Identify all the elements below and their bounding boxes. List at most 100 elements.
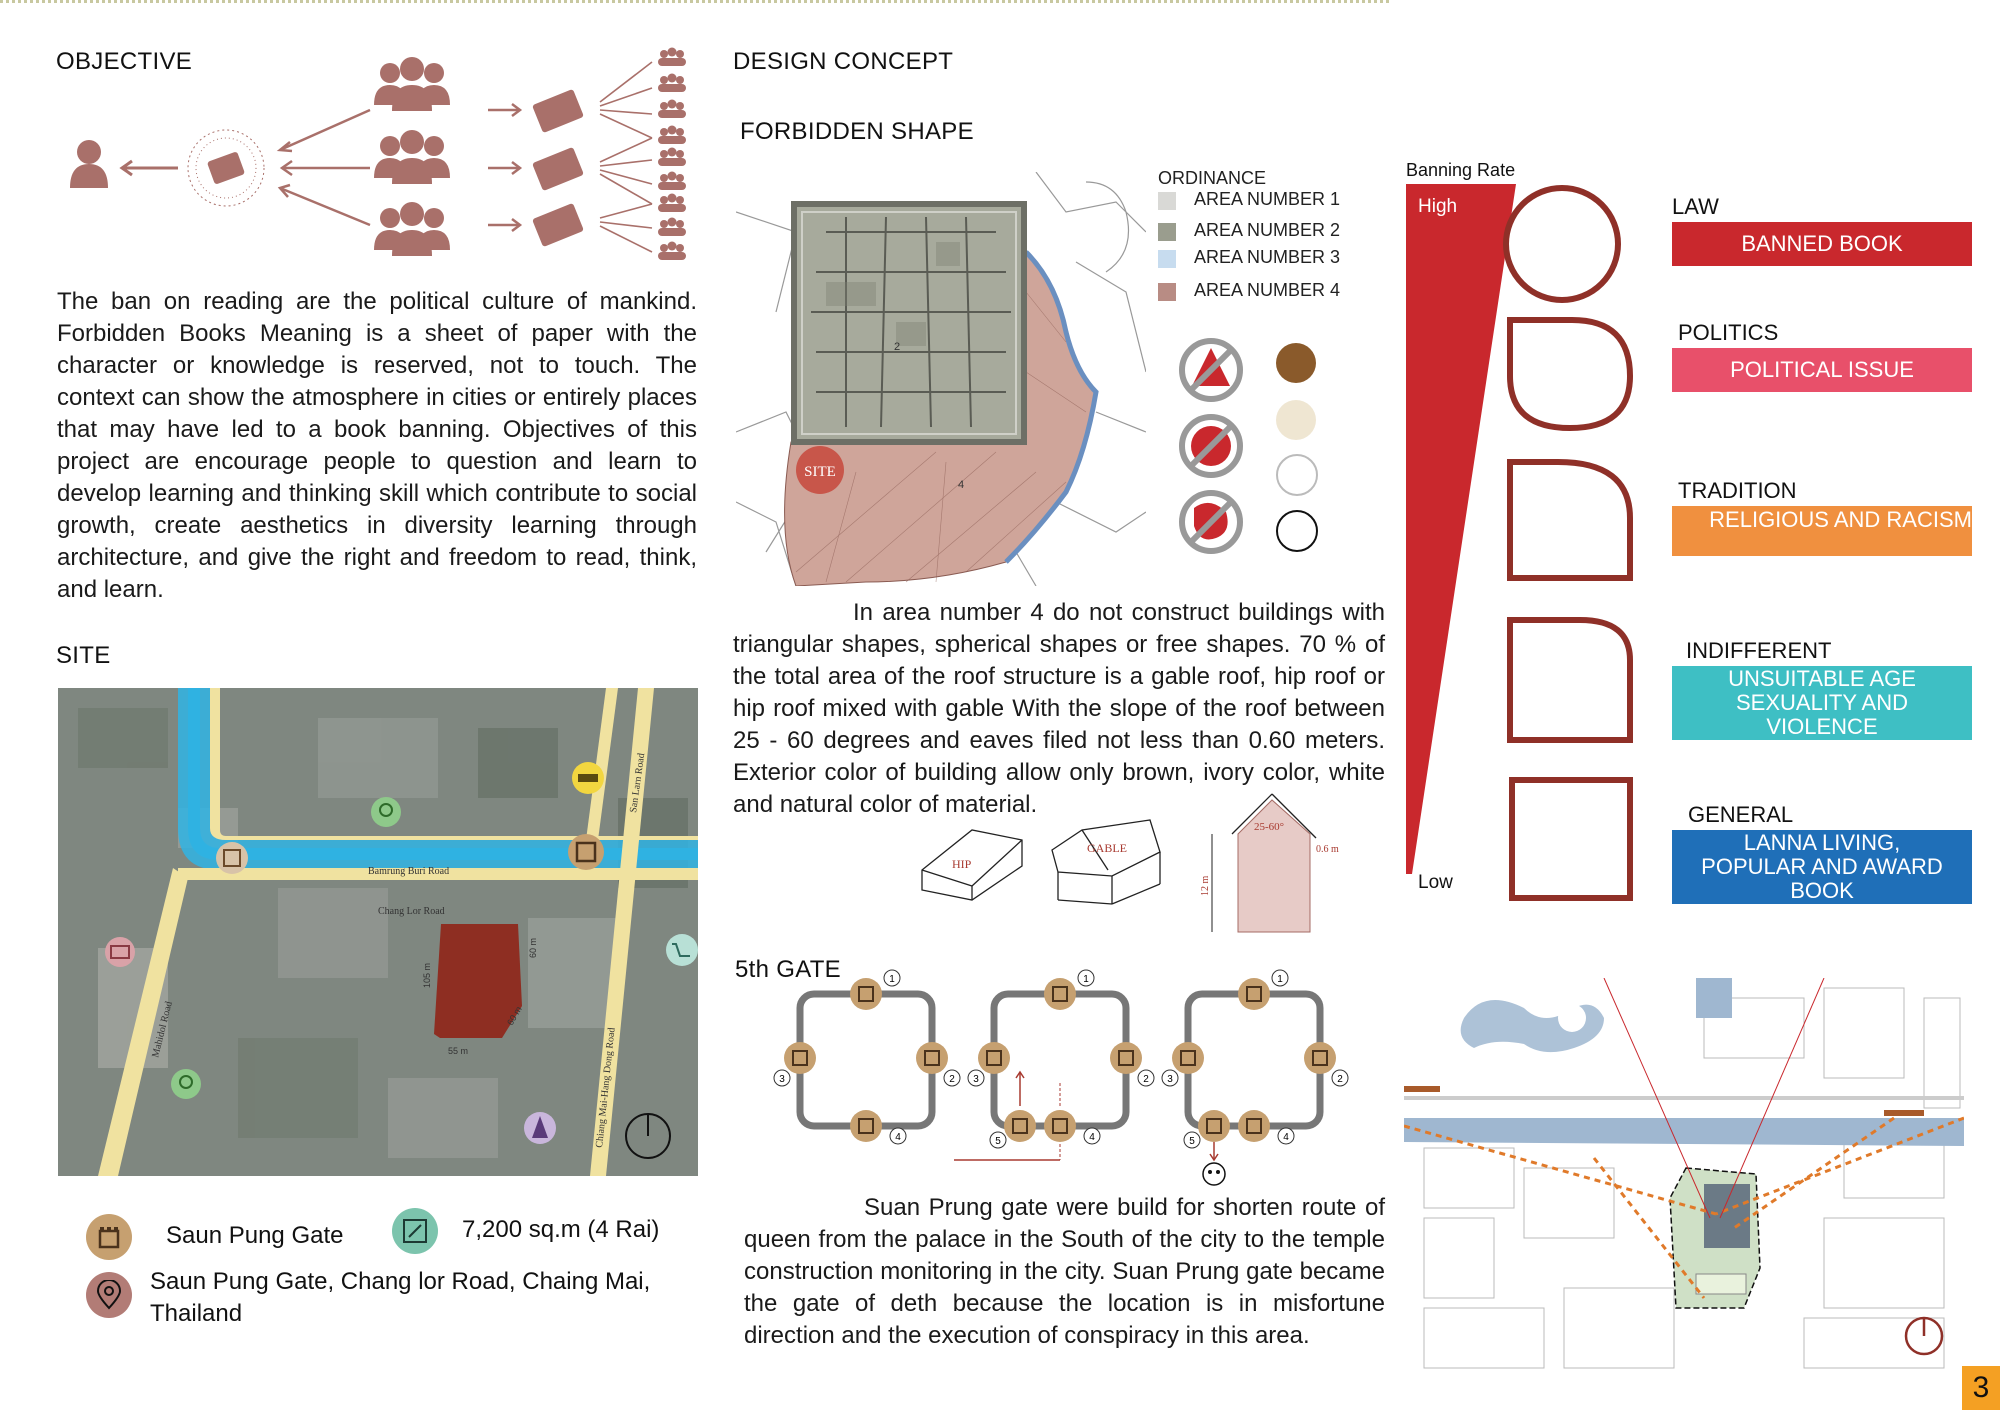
tree-icon [171, 1069, 201, 1099]
legend-swatch-area-2 [1158, 223, 1176, 241]
legend-swatch-area-1 [1158, 192, 1176, 210]
category-title-tradition: TRADITION [1678, 478, 1797, 503]
allowed-color-brown [1276, 343, 1316, 383]
legend-label-area-1: AREA NUMBER 1 [1194, 189, 1341, 209]
north-arrow-icon [1904, 1316, 1944, 1356]
site-map: Bamrung Buri Road Chang Lor Road Mahidol… [58, 688, 698, 1176]
gate-number: 2 [949, 1074, 955, 1085]
hip-label: HIP [952, 857, 972, 871]
skull-icon [1202, 1162, 1226, 1186]
fifth-gate-diagram: 1 2 3 4 1 2 3 4 5 1 2 3 4 5 [773, 969, 1349, 1186]
gable-roof-icon [1051, 819, 1161, 905]
tree-icon [371, 797, 401, 827]
site-heading: SITE [56, 642, 111, 669]
shape-progression [1503, 185, 1634, 901]
category-bar-indifferent-line: VIOLENCE [1766, 714, 1878, 739]
category-bar-general-line: BOOK [1790, 878, 1854, 903]
allowed-color-ivory [1276, 400, 1316, 440]
banning-high-label: High [1418, 196, 1458, 217]
legend-swatch-area-3 [1158, 250, 1176, 268]
gate-number: 2 [1337, 1074, 1343, 1085]
category-title-general: GENERAL [1688, 802, 1794, 827]
gate-number: 1 [889, 974, 895, 985]
gate-number: 3 [779, 1074, 785, 1085]
allowed-color-white [1276, 454, 1318, 496]
shape-drop-1 [1507, 317, 1634, 432]
gate-number: 1 [1083, 974, 1089, 985]
category-bar-general: LANNA LIVING, POPULAR AND AWARD BOOK [1672, 830, 1972, 904]
gate-square-1: 1 2 3 4 [773, 969, 961, 1145]
eave-label: 0.6 m [1316, 844, 1339, 855]
site-plan [1404, 978, 1964, 1372]
cart-icon [666, 934, 698, 966]
roof-diagram: HIP GABLE 25-60° 0.6 m 12 m [921, 793, 1339, 933]
book-context-icon [187, 129, 265, 207]
location-pin-icon [86, 1272, 132, 1318]
gate-icon [86, 1214, 132, 1260]
category-bar-law: BANNED BOOK [1672, 222, 1972, 266]
shape-square [1509, 777, 1633, 901]
forbidden-shapes-column [1179, 338, 1243, 554]
gate-number: 4 [1089, 1132, 1095, 1143]
height-label: 12 m [1200, 876, 1211, 897]
fan-arrows-icon [599, 61, 653, 253]
people-group-icon [374, 57, 450, 256]
category-title-indifferent: INDIFFERENT [1686, 638, 1832, 663]
gate-square-2: 1 2 3 4 5 [954, 969, 1155, 1161]
gate-number: 1 [1277, 974, 1283, 985]
site-area: 7,200 sq.m (4 Rai) [462, 1216, 660, 1243]
site-parcel [434, 924, 522, 1038]
objective-diagram [70, 47, 686, 260]
gate-number: 2 [1143, 1074, 1149, 1085]
banning-low-label: Low [1418, 872, 1453, 893]
site-marker [796, 446, 844, 494]
category-bar-indifferent: UNSUITABLE AGE SEXUALITY AND VIOLENCE [1672, 666, 1972, 740]
forbidden-shape-map: 2 4 SITE [736, 172, 1146, 586]
design-concept-heading: DESIGN CONCEPT [733, 48, 954, 75]
book-icon [532, 89, 584, 247]
category-bar-indifferent-line: UNSUITABLE AGE [1728, 666, 1916, 691]
gate-number: 4 [895, 1132, 901, 1143]
gate-icon [568, 834, 604, 870]
forbidden-shape-paragraph: In area number 4 do not construct buildi… [733, 599, 1385, 818]
fifth-gate-paragraph: Suan Prung gate were build for shorten r… [744, 1194, 1385, 1349]
gate-square-3: 1 2 3 4 5 [1161, 969, 1349, 1186]
north-arrow-icon [625, 1113, 671, 1159]
forbidden-circle-icon [1179, 414, 1243, 478]
legend-label-area-2: AREA NUMBER 2 [1194, 220, 1341, 240]
area-number-2-label: 2 [894, 341, 900, 353]
page-number: 3 [1962, 1366, 2000, 1410]
category-bar-general-line: LANNA LIVING, [1743, 830, 1901, 855]
objective-paragraph: The ban on reading are the political cul… [57, 288, 697, 603]
hip-roof-icon [921, 829, 1023, 901]
road-label-chang-lor: Chang Lor Road [378, 906, 445, 917]
fifth-gate-heading: 5th GATE [735, 956, 841, 983]
person-icon [70, 140, 108, 188]
category-title-law: LAW [1672, 194, 1719, 219]
mail-icon [105, 937, 135, 967]
shape-drop-2 [1507, 459, 1633, 581]
category-bar-indifferent-line: SEXUALITY AND [1736, 690, 1908, 715]
road-label-bamrung: Bamrung Buri Road [368, 866, 449, 877]
legend-label-area-4: AREA NUMBER 4 [1194, 280, 1341, 300]
legend-label-area-3: AREA NUMBER 3 [1194, 247, 1341, 267]
banning-rate-label: Banning Rate [1406, 160, 1516, 180]
arrows-to-books-icon [488, 103, 523, 232]
gate-number: 5 [1189, 1136, 1195, 1147]
temple-icon [524, 1112, 556, 1144]
category-bar-law-text: BANNED BOOK [1741, 231, 1903, 256]
hotel-icon [572, 762, 604, 794]
category-title-politics: POLITICS [1678, 320, 1779, 345]
arrows-to-center-icon [276, 108, 371, 227]
arrow-left-icon [119, 159, 178, 177]
gate-number: 3 [973, 1074, 979, 1085]
site-address: Saun Pung Gate, Chang lor Road, Chaing M… [150, 1268, 651, 1327]
gate-number: 4 [1283, 1132, 1289, 1143]
shape-circle [1503, 185, 1621, 303]
objective-heading: OBJECTIVE [56, 48, 193, 75]
slope-label: 25-60° [1254, 821, 1284, 833]
legend-swatch-area-4 [1158, 283, 1176, 301]
gate-name: Saun Pung Gate [166, 1222, 344, 1249]
area-expand-icon [392, 1208, 438, 1254]
category-bar-tradition: RELIGIOUS AND RACISM [1672, 506, 1972, 556]
